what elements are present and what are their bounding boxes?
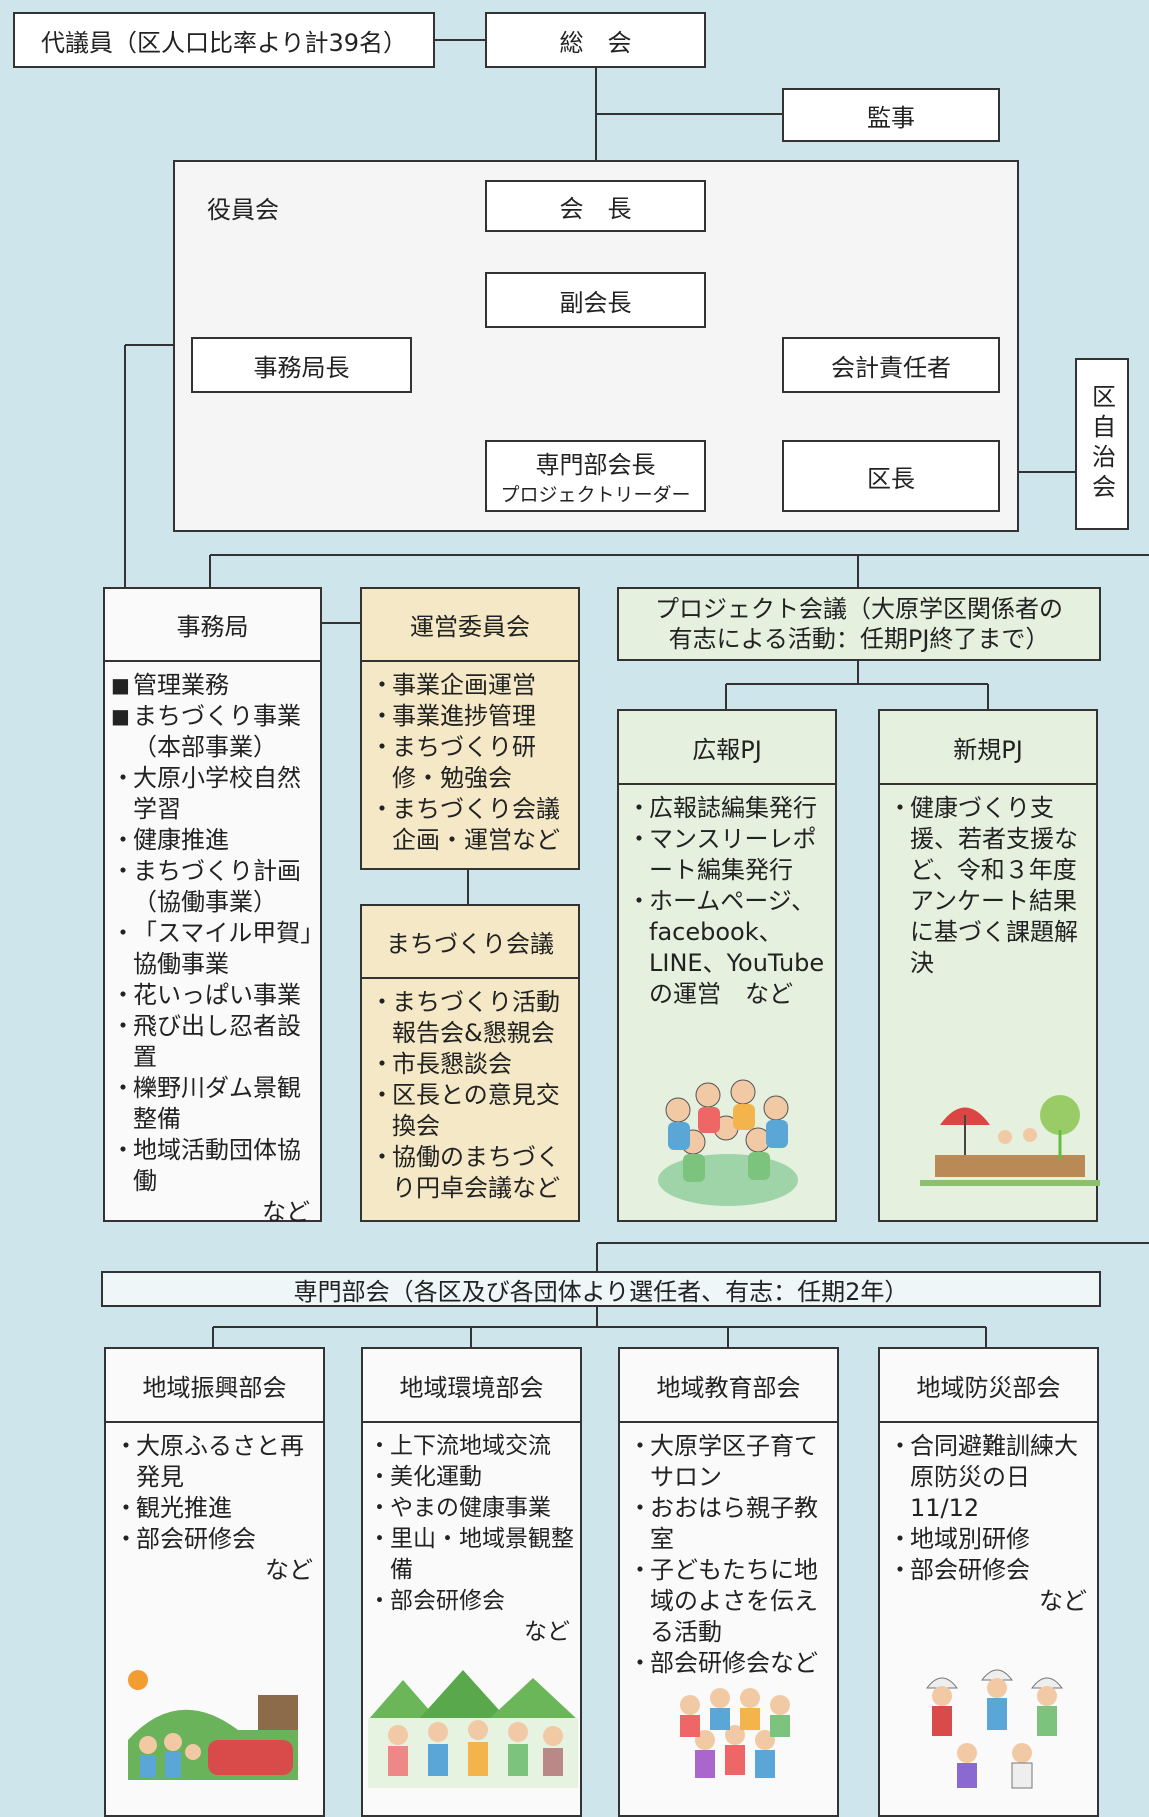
list-item: 大原小学校自然学習 (111, 763, 314, 825)
list-item: 部会研修会 (114, 1524, 317, 1555)
new-pj-list: 健康づくり支援、若者支援など、令和３年度アンケート結果に基づく課題解決 (880, 785, 1096, 987)
steering-committee-list: 事業企画運営 事業進捗管理 まちづくり研修・勉強会 まちづくり会議企画・運営など (362, 662, 578, 864)
list-item: 飛び出し忍者設置 (111, 1011, 314, 1073)
list-item: 事業進捗管理 (370, 701, 572, 732)
market-illustration (920, 1095, 1100, 1186)
list-item: ホームページ、facebook、LINE、YouTube の運営 など (627, 886, 829, 1010)
committee-list: 上下流地域交流 美化運動 やまの健康事業 里山・地域景観整備 部会研修会 など (363, 1423, 580, 1656)
secretary-general-label: 事務局長 (253, 353, 350, 382)
list-item: 上下流地域交流 (368, 1431, 574, 1462)
general-assembly-box: 総 会 (485, 12, 706, 68)
delegates-box: 代議員（区人口比率より計39名） (13, 12, 435, 68)
committee-list: 大原ふるさと再発見 観光推進 部会研修会 など (106, 1423, 323, 1594)
nature-group-illustration (368, 1670, 578, 1788)
district-head-label: 区長 (867, 464, 915, 493)
list-item: 市長懇談会 (370, 1049, 572, 1080)
vice-president-label: 副会長 (559, 288, 632, 317)
list-item: 健康推進 (111, 825, 314, 856)
list-item: 部会研修会 (888, 1555, 1091, 1586)
general-assembly-label: 総 会 (559, 28, 632, 57)
new-pj-title: 新規PJ (880, 711, 1096, 785)
committee-chair-box: 専門部会長 プロジェクトリーダー (485, 440, 706, 512)
list-item: 子どもたちに地域のよさを伝える活動 (628, 1555, 831, 1648)
list-item: 部会研修会など (628, 1648, 831, 1679)
pr-pj-list: 広報誌編集発行 マンスリーレポート編集発行 ホームページ、facebook、LI… (619, 785, 835, 1018)
committee-title: 地域教育部会 (620, 1349, 837, 1423)
list-item: 地域別研修 (888, 1524, 1091, 1555)
list-item: 協働のまちづくり円卓会議など (370, 1142, 572, 1204)
list-item: 櫟野川ダム景観整備 (111, 1073, 314, 1135)
town-meeting-title: まちづくり会議 (362, 906, 578, 979)
secretary-general-box: 事務局長 (191, 337, 412, 393)
committees-header-label: 専門部会（各区及び各団体より選任者、有志：任期2年） (293, 1277, 909, 1306)
list-item: 地域活動団体協働 (111, 1135, 314, 1197)
project-meeting-line1: プロジェクト会議（大原学区関係者の (655, 595, 1063, 623)
list-item: 花いっぱい事業 (111, 980, 314, 1011)
list-item: まちづくり会議企画・運営など (370, 794, 572, 856)
children-group-illustration (680, 1688, 790, 1778)
list-item: 管理業務 (111, 670, 314, 701)
committee-column: 地域防災部会 合同避難訓練大原防災の日 11/12 地域別研修 部会研修会 など (878, 1347, 1099, 1817)
secretariat-column: 事務局 管理業務 まちづくり事業（本部事業） 大原小学校自然学習 健康推進 まち… (103, 587, 322, 1226)
committee-column: 地域教育部会 大原学区子育てサロン おおはら親子教室 子どもたちに地域のよさを伝… (618, 1347, 839, 1817)
etc-label: など (265, 1556, 313, 1584)
disaster-drill-illustration (925, 1669, 1064, 1789)
pr-pj-title: 広報PJ (619, 711, 835, 785)
list-item: マンスリーレポート編集発行 (627, 824, 829, 886)
committee-chair-label: 専門部会長 (535, 451, 656, 479)
people-group-illustration (658, 1079, 798, 1206)
project-meeting-box: プロジェクト会議（大原学区関係者の 有志による活動：任期PJ終了まで） (617, 587, 1101, 661)
etc-label: など (1039, 1587, 1087, 1615)
committees-header: 専門部会（各区及び各団体より選任者、有志：任期2年） (101, 1271, 1101, 1307)
board-label: 役員会 (207, 196, 279, 224)
secretariat-title: 事務局 (105, 589, 320, 662)
treasurer-label: 会計責任者 (831, 353, 951, 382)
list-item: 広報誌編集発行 (627, 793, 829, 824)
vice-president-box: 副会長 (485, 272, 706, 328)
list-item: 区長との意見交換会 (370, 1080, 572, 1142)
president-box: 会 長 (485, 180, 706, 232)
auditor-box: 監事 (782, 88, 1000, 142)
committee-title: 地域防災部会 (880, 1349, 1097, 1423)
town-meeting-column: まちづくり会議 まちづくり活動報告会&懇親会 市長懇談会 区長との意見交換会 協… (360, 904, 580, 1222)
list-item: 事業企画運営 (370, 670, 572, 701)
committee-list: 大原学区子育てサロン おおはら親子教室 子どもたちに地域のよさを伝える活動 部会… (620, 1423, 837, 1687)
list-item: 健康づくり支援、若者支援など、令和３年度アンケート結果に基づく課題解決 (888, 793, 1090, 979)
list-item: やまの健康事業 (368, 1493, 574, 1524)
delegates-label: 代議員（区人口比率より計39名） (40, 28, 408, 57)
family-car-illustration (128, 1670, 298, 1780)
etc-label: など (524, 1619, 570, 1645)
list-item: 観光推進 (114, 1493, 317, 1524)
project-meeting-line2: 有志による活動：任期PJ終了まで） (668, 625, 1050, 653)
list-item: 里山・地域景観整備 (368, 1524, 574, 1586)
list-item: 「スマイル甲賀」協働事業 (111, 918, 314, 980)
list-item: 大原ふるさと再発見 (114, 1431, 317, 1493)
committee-title: 地域振興部会 (106, 1349, 323, 1423)
committee-list: 合同避難訓練大原防災の日 11/12 地域別研修 部会研修会 など (880, 1423, 1097, 1625)
district-council-box: 区自治会 (1075, 358, 1129, 530)
treasurer-box: 会計責任者 (782, 337, 1000, 393)
list-item: 大原学区子育てサロン (628, 1431, 831, 1493)
secretariat-list: 管理業務 まちづくり事業（本部事業） 大原小学校自然学習 健康推進 まちづくり計… (105, 662, 320, 1236)
list-item: まちづくり活動報告会&懇親会 (370, 987, 572, 1049)
list-item: 部会研修会 (368, 1586, 574, 1617)
list-item: 合同避難訓練大原防災の日 11/12 (888, 1431, 1091, 1524)
committee-title: 地域環境部会 (363, 1349, 580, 1423)
auditor-label: 監事 (867, 103, 915, 132)
list-item: まちづくり研修・勉強会 (370, 732, 572, 794)
list-item: まちづくり計画（協働事業） (111, 856, 314, 918)
town-meeting-list: まちづくり活動報告会&懇親会 市長懇談会 区長との意見交換会 協働のまちづくり円… (362, 979, 578, 1212)
list-item: おおはら親子教室 (628, 1493, 831, 1555)
district-head-box: 区長 (782, 440, 1000, 512)
district-council-label: 区自治会 (1087, 384, 1116, 504)
list-item: 美化運動 (368, 1462, 574, 1493)
project-leader-label: プロジェクトリーダー (500, 484, 691, 506)
steering-committee-title: 運営委員会 (362, 589, 578, 662)
president-label: 会 長 (559, 194, 632, 223)
etc-label: など (262, 1198, 310, 1226)
list-item: まちづくり事業（本部事業） (111, 701, 314, 763)
steering-committee-column: 運営委員会 事業企画運営 事業進捗管理 まちづくり研修・勉強会 まちづくり会議企… (360, 587, 580, 870)
